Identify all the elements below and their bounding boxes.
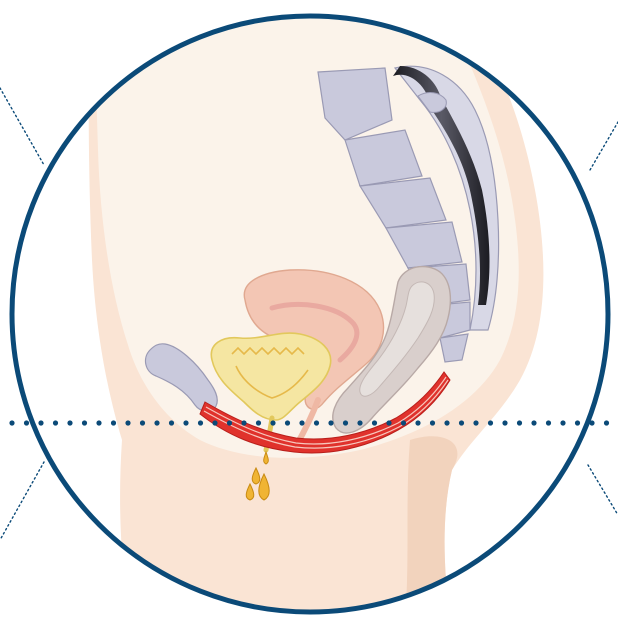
dotted-line-dot bbox=[604, 420, 609, 425]
dotted-line-dot bbox=[430, 420, 435, 425]
dotted-line-dot bbox=[125, 420, 130, 425]
dotted-line-dot bbox=[67, 420, 72, 425]
dotted-line-dot bbox=[372, 420, 377, 425]
dotted-line-dot bbox=[82, 420, 87, 425]
connector-bottom-right bbox=[588, 465, 618, 515]
dotted-line-dot bbox=[227, 420, 232, 425]
connector-bottom-left bbox=[0, 462, 44, 540]
dotted-line-dot bbox=[299, 420, 304, 425]
connector-top-left bbox=[0, 88, 44, 165]
dotted-line-dot bbox=[517, 420, 522, 425]
dotted-line-dot bbox=[488, 420, 493, 425]
dotted-line-dot bbox=[169, 420, 174, 425]
dotted-line-dot bbox=[502, 420, 507, 425]
dotted-line-dot bbox=[24, 420, 29, 425]
dotted-line-dot bbox=[357, 420, 362, 425]
dotted-line-dot bbox=[314, 420, 319, 425]
dotted-line-dot bbox=[444, 420, 449, 425]
dotted-line-dot bbox=[241, 420, 246, 425]
dotted-line-dot bbox=[270, 420, 275, 425]
dotted-line-dot bbox=[256, 420, 261, 425]
dotted-line-dot bbox=[386, 420, 391, 425]
dotted-line-dot bbox=[183, 420, 188, 425]
dotted-line-dot bbox=[38, 420, 43, 425]
dotted-line-dot bbox=[198, 420, 203, 425]
dotted-line-dot bbox=[546, 420, 551, 425]
dotted-line-dot bbox=[154, 420, 159, 425]
dotted-line-dot bbox=[560, 420, 565, 425]
dotted-line-dot bbox=[401, 420, 406, 425]
dotted-line-dot bbox=[575, 420, 580, 425]
dotted-line-dot bbox=[343, 420, 348, 425]
dotted-line-dot bbox=[415, 420, 420, 425]
dotted-line-dot bbox=[212, 420, 217, 425]
dotted-line-dot bbox=[473, 420, 478, 425]
connector-top-right bbox=[590, 122, 618, 170]
dotted-line-dot bbox=[53, 420, 58, 425]
dotted-line-dot bbox=[96, 420, 101, 425]
dotted-line-dot bbox=[459, 420, 464, 425]
dotted-line-dot bbox=[140, 420, 145, 425]
dotted-line-dot bbox=[531, 420, 536, 425]
dotted-line-dot bbox=[111, 420, 116, 425]
dotted-line-dot bbox=[9, 420, 14, 425]
dotted-line-dot bbox=[285, 420, 290, 425]
dotted-line-dot bbox=[328, 420, 333, 425]
